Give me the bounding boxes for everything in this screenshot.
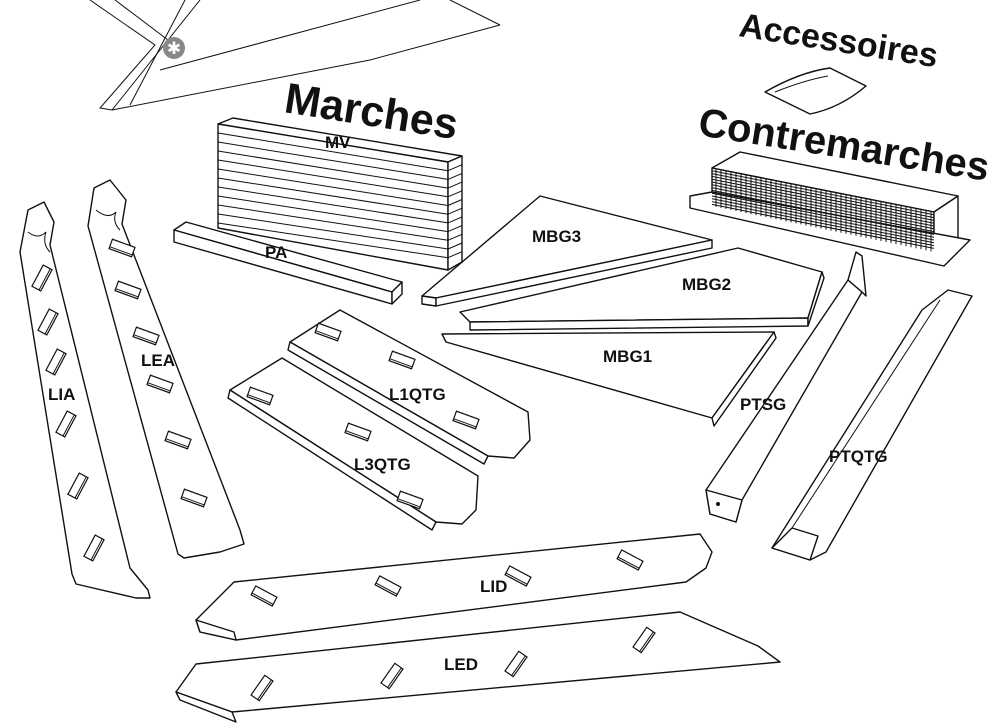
asterisk-badge-icon: ✱ [163, 37, 185, 59]
bracket-tab [31, 264, 53, 292]
label-ptsg: PTSG [740, 395, 786, 414]
label-mbg2: MBG2 [682, 275, 731, 294]
label-led: LED [444, 655, 478, 674]
bracket-tab [344, 422, 372, 442]
part-pa [173, 221, 403, 305]
bracket-tab [37, 308, 59, 336]
bracket-tab [180, 488, 208, 508]
bracket-tab [380, 662, 404, 690]
part-mbg2 [459, 247, 825, 331]
svg-text:✱: ✱ [167, 39, 181, 58]
part-ptsg [705, 251, 867, 523]
bracket-tab [374, 575, 402, 597]
bracket-tab [45, 348, 67, 376]
label-lia: LIA [48, 385, 75, 404]
bracket-tab [108, 238, 136, 258]
accessoires-bag [764, 67, 867, 115]
label-lea: LEA [141, 351, 175, 370]
bracket-tab [250, 585, 278, 607]
contremarches-stack [689, 151, 971, 267]
bracket-tab [504, 650, 528, 678]
bracket-tab [83, 534, 105, 562]
heading-accessoires: Accessoires [737, 6, 941, 75]
label-ptqtg: PTQTG [829, 447, 888, 466]
bracket-tab [114, 280, 142, 300]
label-mbg3: MBG3 [532, 227, 581, 246]
bracket-tab [388, 350, 416, 370]
label-lid: LID [480, 577, 507, 596]
bracket-tab [396, 490, 424, 510]
label-mv: MV [325, 133, 351, 152]
part-mbg1 [441, 331, 777, 427]
bracket-tab [504, 565, 532, 587]
bracket-tab [246, 386, 274, 406]
marches-stack-mv [217, 117, 463, 271]
bracket-tab [67, 472, 89, 500]
part-lid [195, 533, 713, 641]
bracket-tab [55, 410, 77, 438]
bracket-tab [632, 626, 656, 654]
part-mbg3 [421, 195, 713, 307]
bracket-tab [616, 549, 644, 571]
bracket-tab [164, 430, 192, 450]
label-l1qtg: L1QTG [389, 385, 446, 404]
part-l3qtg [227, 357, 479, 531]
bracket-tab [452, 410, 480, 430]
label-l3qtg: L3QTG [354, 455, 411, 474]
part-lia [19, 201, 151, 599]
label-pa: PA [265, 243, 287, 262]
bracket-tab [250, 674, 274, 702]
part-led [175, 611, 781, 723]
bracket-tab [146, 374, 174, 394]
part-lea [87, 179, 245, 559]
bracket-tab [314, 322, 342, 342]
label-mbg1: MBG1 [603, 347, 652, 366]
bracket-tab [132, 326, 160, 346]
part-ptqtg [771, 289, 973, 561]
partial-assembly-corner [89, 0, 501, 111]
